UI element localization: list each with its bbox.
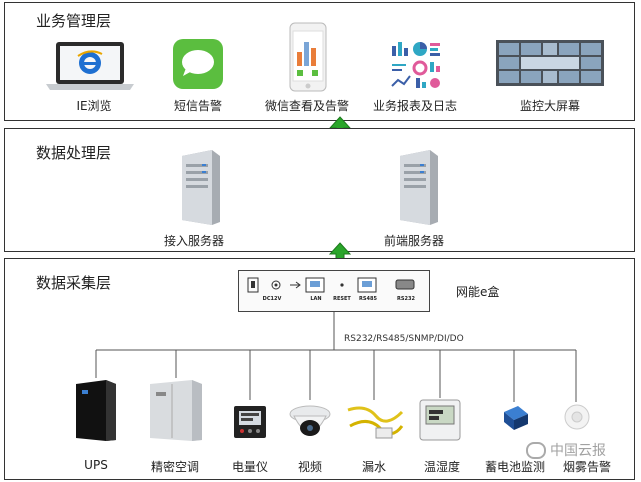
- smoke-detector-icon: [564, 404, 590, 430]
- port-reset-label: RESET: [333, 296, 351, 302]
- item-sms-label: 短信告警: [173, 99, 222, 113]
- item-report-label: 业务报表及日志: [372, 99, 457, 113]
- power-meter-icon: [234, 406, 266, 438]
- device-ups-label: UPS: [84, 458, 108, 472]
- server-icon: [182, 150, 220, 225]
- server-icon: [400, 150, 438, 225]
- video-wall-icon: [496, 40, 604, 86]
- dome-camera-icon: [289, 405, 331, 436]
- laptop-ie-icon: [46, 42, 134, 90]
- bus-protocol-label: RS232/RS485/SNMP/DI/DO: [344, 334, 464, 344]
- collection-layer-title: 数据采集层: [36, 274, 112, 292]
- precision-ac-icon: [150, 380, 202, 441]
- device-smoke-label: 烟雾告警: [562, 460, 611, 474]
- device-meter-label: 电量仪: [231, 460, 268, 474]
- port-dc12v-label: DC12V: [262, 296, 282, 302]
- item-ie-label: IE浏览: [76, 99, 112, 113]
- gateway-box: [238, 270, 430, 312]
- wechat-logo-icon: [526, 441, 546, 459]
- watermark: 中国云报: [526, 440, 606, 460]
- item-videowall-label: 监控大屏幕: [519, 99, 580, 113]
- processing-layer: [4, 128, 635, 252]
- device-battery-label: 蓄电池监测: [484, 460, 545, 474]
- gateway-label: 网能e盒: [456, 285, 500, 299]
- device-leak-label: 漏水: [361, 460, 386, 474]
- device-video-label: 视频: [297, 460, 322, 474]
- ups-cabinet-icon: [76, 380, 116, 441]
- port-rs232-label: RS232: [397, 296, 415, 302]
- temp-humidity-sensor-icon: [419, 399, 461, 441]
- device-ac-label: 精密空调: [150, 460, 199, 474]
- server-access-label: 接入服务器: [163, 234, 224, 248]
- processing-layer-title: 数据处理层: [36, 144, 112, 162]
- smartphone-icon: [289, 22, 327, 92]
- server-frontend-label: 前端服务器: [383, 234, 444, 248]
- water-leak-sensor-icon: [347, 406, 404, 439]
- port-rs485-label: RS485: [359, 296, 377, 302]
- item-wechat-label: 微信查看及告警: [264, 99, 349, 113]
- port-lan-label: LAN: [310, 296, 322, 302]
- report-charts-icon: [391, 42, 440, 88]
- business-layer-title: 业务管理层: [36, 12, 112, 30]
- device-temp-label: 温湿度: [423, 460, 460, 474]
- sms-bubble-icon: [173, 39, 223, 89]
- battery-monitor-icon: [504, 406, 528, 430]
- gateway-ports-icon: [247, 277, 415, 293]
